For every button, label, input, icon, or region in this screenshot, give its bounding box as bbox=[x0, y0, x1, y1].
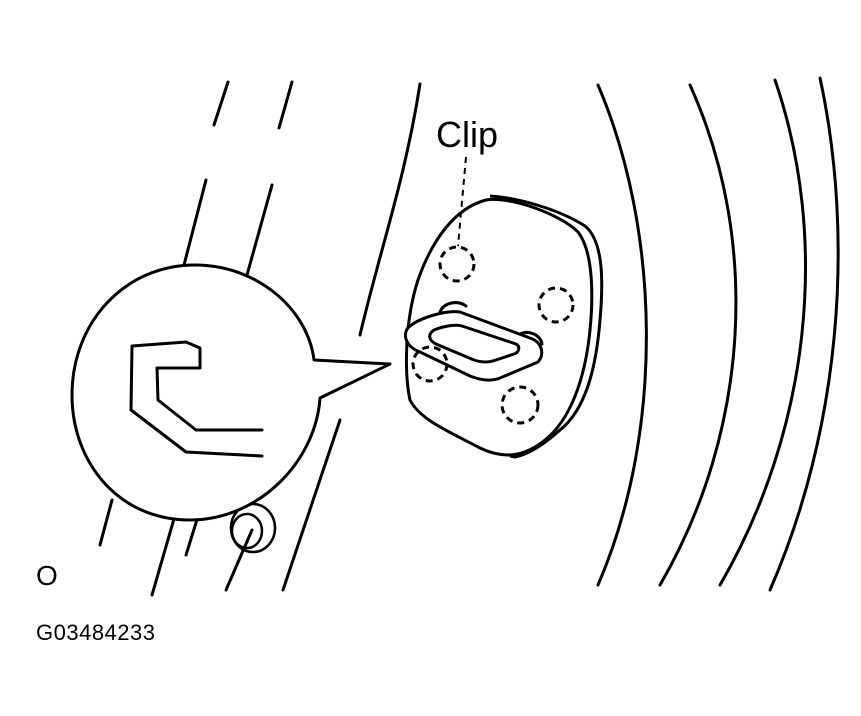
clip-bottom-right bbox=[502, 387, 538, 423]
cross-section-outer bbox=[131, 342, 262, 456]
clip-top-left bbox=[440, 247, 474, 281]
callout-bubble-outline bbox=[72, 265, 390, 520]
body-line-left-4 bbox=[247, 185, 272, 275]
body-line-left-5 bbox=[360, 84, 420, 335]
body-line-left-1 bbox=[214, 82, 228, 125]
door-edge-arc-1 bbox=[598, 85, 646, 585]
striker-base-upper bbox=[440, 303, 466, 312]
corner-mark: O bbox=[36, 560, 58, 591]
body-line-left-3 bbox=[184, 180, 206, 265]
body-line-left-8 bbox=[226, 530, 252, 590]
striker-loop bbox=[405, 303, 542, 381]
body-contour-lines bbox=[100, 78, 838, 595]
hidden-clips bbox=[413, 247, 573, 423]
door-edge-arc-2 bbox=[660, 85, 736, 585]
clip-leader-line bbox=[458, 157, 466, 246]
clip-label: Clip bbox=[436, 114, 499, 155]
striker-loop-inner bbox=[430, 325, 519, 362]
clip-top-right bbox=[539, 288, 573, 322]
body-line-left-2 bbox=[279, 82, 292, 128]
door-edge-arc-4 bbox=[770, 78, 838, 590]
section-callout bbox=[72, 265, 390, 520]
clip-bottom-left bbox=[413, 347, 447, 381]
body-line-left-6 bbox=[100, 500, 112, 545]
door-edge-arc-3 bbox=[720, 80, 806, 585]
bolt-inner bbox=[232, 514, 262, 548]
body-line-mid bbox=[283, 420, 340, 590]
figure-id: G03484233 bbox=[36, 620, 156, 645]
cover-cross-section bbox=[131, 342, 262, 456]
striker-base-lower bbox=[520, 332, 542, 344]
